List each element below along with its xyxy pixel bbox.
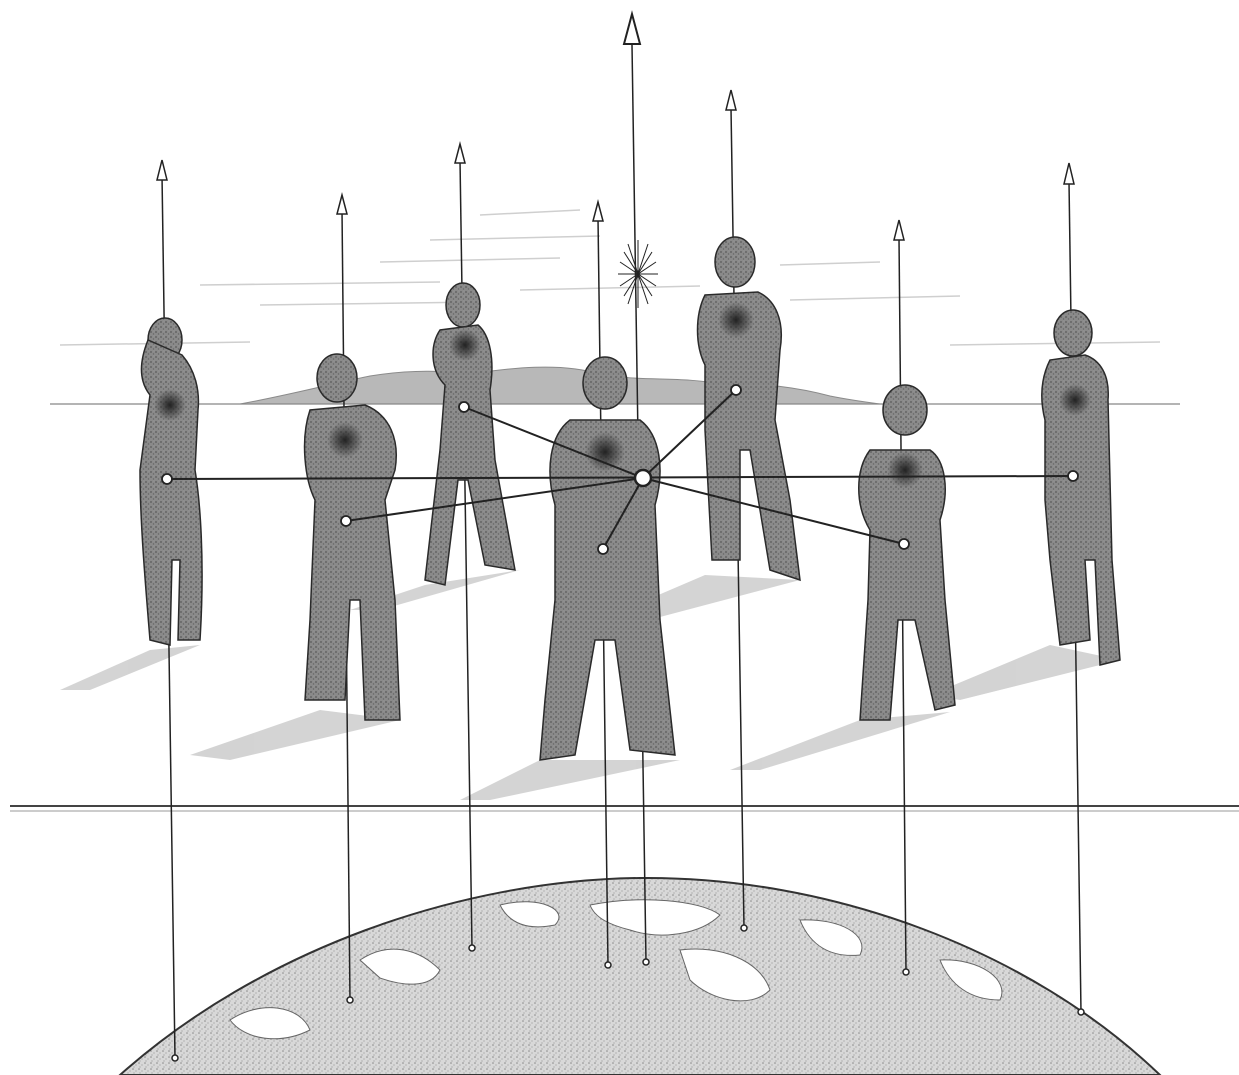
figure-man-far-right	[1042, 310, 1120, 665]
section-line	[10, 806, 1239, 811]
sky-haze	[60, 210, 1160, 345]
earth-globe	[120, 878, 1160, 1075]
figure-boy-right	[859, 385, 955, 720]
figure-man-center	[540, 357, 675, 760]
figure-man-left	[305, 354, 400, 720]
figure-man-right-center	[698, 237, 801, 580]
central-star	[618, 240, 658, 308]
figure-woman-center	[425, 283, 515, 585]
